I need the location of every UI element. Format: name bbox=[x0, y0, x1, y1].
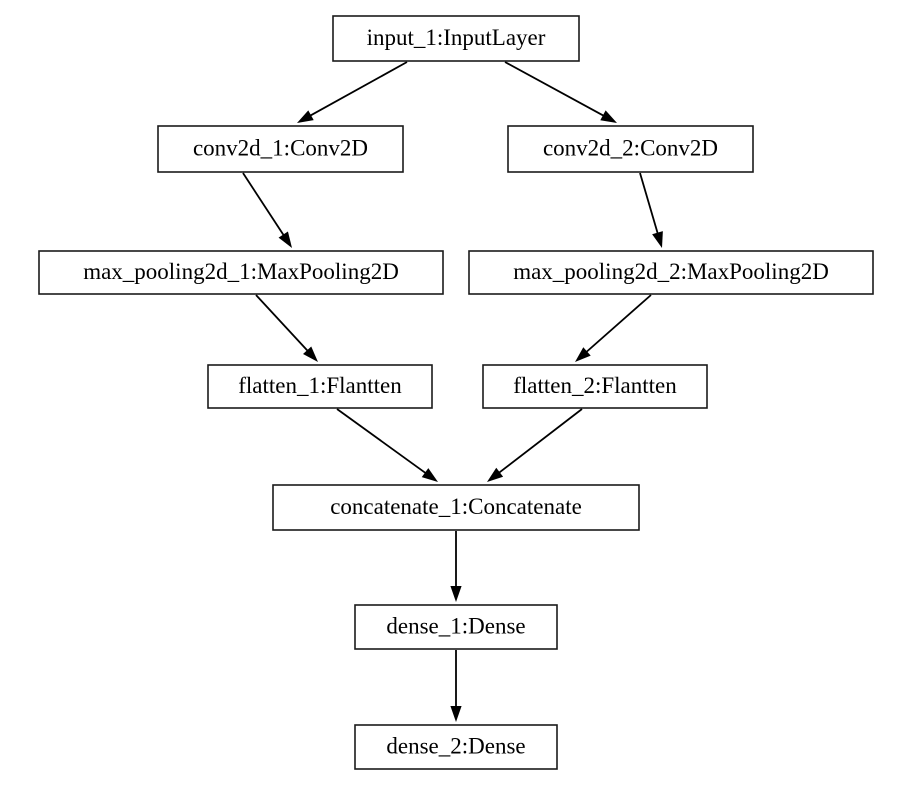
node-box[interactable] bbox=[354, 604, 558, 650]
edge-input_1-to-conv2d_1 bbox=[297, 61, 408, 123]
node-dense_1[interactable]: dense_1:Dense bbox=[354, 604, 558, 650]
arrowhead-icon bbox=[278, 231, 292, 248]
node-box[interactable] bbox=[38, 250, 444, 295]
edge-line bbox=[497, 408, 583, 475]
node-box[interactable] bbox=[354, 724, 558, 770]
node-box[interactable] bbox=[482, 364, 708, 409]
edge-conv2d_1-to-max_pooling2d_1 bbox=[242, 172, 292, 248]
node-label: max_pooling2d_2:MaxPooling2D bbox=[513, 259, 829, 284]
arrowhead-icon bbox=[600, 110, 617, 123]
node-box[interactable] bbox=[332, 15, 580, 62]
node-box[interactable] bbox=[468, 250, 874, 295]
arrowhead-icon bbox=[303, 346, 318, 362]
node-flatten_2[interactable]: flatten_2:Flantten bbox=[482, 364, 708, 409]
node-label: flatten_1:Flantten bbox=[238, 373, 402, 398]
edge-line bbox=[584, 294, 652, 354]
node-max_pooling2d_2[interactable]: max_pooling2d_2:MaxPooling2D bbox=[468, 250, 874, 295]
edge-flatten_2-to-concatenate_1 bbox=[487, 408, 583, 482]
edge-line bbox=[336, 408, 428, 475]
arrowhead-icon bbox=[652, 231, 663, 248]
node-conv2d_1[interactable]: conv2d_1:Conv2D bbox=[157, 125, 404, 173]
edge-line bbox=[504, 61, 606, 118]
node-label: dense_2:Dense bbox=[386, 733, 525, 758]
edge-max_pooling2d_1-to-flatten_1 bbox=[255, 294, 318, 362]
node-label: conv2d_2:Conv2D bbox=[543, 135, 718, 160]
node-dense_2[interactable]: dense_2:Dense bbox=[354, 724, 558, 770]
edge-dense_1-to-dense_2 bbox=[450, 650, 462, 722]
node-box[interactable] bbox=[207, 364, 433, 409]
arrowhead-icon bbox=[450, 586, 462, 602]
arrowhead-icon bbox=[450, 706, 462, 722]
node-label: dense_1:Dense bbox=[386, 613, 525, 638]
arrowhead-icon bbox=[575, 347, 591, 362]
nodes-layer: input_1:InputLayer conv2d_1:Conv2D conv2d_… bbox=[38, 15, 874, 770]
node-box[interactable] bbox=[157, 125, 404, 173]
edge-input_1-to-conv2d_2 bbox=[504, 61, 617, 123]
arrowhead-icon bbox=[421, 468, 438, 482]
node-label: concatenate_1:Concatenate bbox=[330, 494, 582, 519]
edge-line bbox=[639, 172, 659, 235]
node-label: flatten_2:Flantten bbox=[513, 373, 677, 398]
node-concatenate_1[interactable]: concatenate_1:Concatenate bbox=[272, 484, 640, 531]
edge-max_pooling2d_2-to-flatten_2 bbox=[575, 294, 652, 362]
edge-line bbox=[308, 61, 408, 117]
node-label: input_1:InputLayer bbox=[367, 25, 546, 50]
edge-conv2d_2-to-max_pooling2d_2 bbox=[639, 172, 663, 248]
node-input_1[interactable]: input_1:InputLayer bbox=[332, 15, 580, 62]
arrowhead-icon bbox=[487, 467, 504, 482]
node-box[interactable] bbox=[272, 484, 640, 531]
edge-concatenate_1-to-dense_1 bbox=[450, 531, 462, 602]
node-flatten_1[interactable]: flatten_1:Flantten bbox=[207, 364, 433, 409]
node-max_pooling2d_1[interactable]: max_pooling2d_1:MaxPooling2D bbox=[38, 250, 444, 295]
node-label: conv2d_1:Conv2D bbox=[193, 135, 368, 160]
edges-layer bbox=[242, 61, 663, 722]
edge-line bbox=[255, 294, 310, 353]
node-box[interactable] bbox=[507, 125, 754, 173]
node-label: max_pooling2d_1:MaxPooling2D bbox=[83, 259, 399, 284]
node-conv2d_2[interactable]: conv2d_2:Conv2D bbox=[507, 125, 754, 173]
edge-line bbox=[242, 172, 286, 237]
edge-flatten_1-to-concatenate_1 bbox=[336, 408, 438, 482]
arrowhead-icon bbox=[297, 110, 314, 123]
